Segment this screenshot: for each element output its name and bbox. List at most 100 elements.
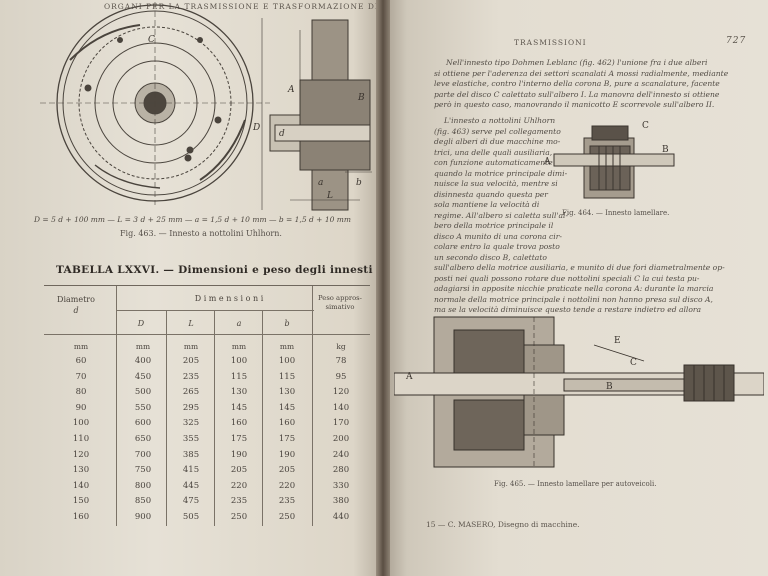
table-cell: 120 [332,387,350,398]
table-cell: 250 [278,512,296,522]
book-gutter [376,0,390,576]
header-rule-bottom [44,334,370,335]
fig465-label-E: E [614,336,621,346]
table-cell: 650 [134,434,152,444]
table-cell: 800 [134,480,152,491]
text-line: si ottiene per l'aderenza dei settori sc… [434,68,729,78]
header-weight-line2: simativo [325,303,355,311]
col-divider-2 [166,310,167,526]
text-line: posti nei quali possono rotare due notto… [434,273,700,283]
table-cell: 440 [332,512,350,522]
text-line: quando la motrice principale dimi- [434,168,568,178]
right-running-head: TRASMISSIONI [514,38,587,47]
page-footer: 15 — C. MASERO, Disegno di macchine. [426,520,580,529]
table-cell: 160 [72,512,90,522]
fig-463-section-view [261,18,372,211]
table-cell: 900 [134,512,152,522]
text-line: disinnesta quando questa per [434,189,548,199]
unit-cell: mm [183,342,199,351]
table-cell: 250 [230,512,248,522]
header-diameter: Diametro d [46,294,106,316]
table-cell: 400 [134,356,152,366]
table-cell: 170 [332,418,350,429]
table-cell: 120 [72,449,90,460]
fig-465-caption: Fig. 465. — Innesto lamellare per autove… [494,480,657,488]
col-divider-5 [312,286,313,526]
text-line: parte del disco C calettato sull'albero … [434,89,720,99]
table-cell: 600 [134,418,152,429]
table-cell: 190 [278,449,296,460]
unit-cell: mm [73,342,89,351]
left-running-head: ORGANI PER LA TRASMISSIONE E TRASFORMAZI… [104,2,384,11]
table-cell: 235 [278,496,296,507]
table-cell: 220 [278,480,296,491]
fig-463-circular-view [40,2,270,205]
table-cell: 205 [182,356,200,366]
text-line: però in questo caso, manovrando il manic… [434,100,715,109]
table-cell: 295 [182,402,200,413]
unit-cell: mm [279,342,295,351]
table-cell: 475 [182,496,200,507]
header-weight-line1: Peso appros- [318,294,362,302]
table-cell: 140 [72,480,90,491]
text-line: leve elastiche, contro l'interno della c… [434,79,720,88]
table-cell: 355 [182,434,200,444]
table-cell: 150 [72,496,90,507]
table-cell: 78 [335,356,347,366]
fig-label-D: D [252,123,260,133]
table-cell: 100 [72,418,90,429]
fig-label-d: d [279,129,285,139]
table-cell: 190 [230,449,248,460]
fig-463-caption: Fig. 463. — Innesto a nottolini Uhlhorn. [120,229,282,238]
table-cell: 140 [332,402,350,413]
header-diameter-line1: Diametro [57,295,95,304]
table-cell: 205 [230,465,248,476]
table-cell: 100 [278,356,296,366]
table-cell: 90 [75,402,87,413]
table-cell: 550 [134,402,152,413]
left-page: ORGANI PER LA TRASMISSIONE E TRASFORMAZI… [0,0,384,576]
fig-label-C: C [148,35,155,45]
table-cell: 220 [230,480,248,491]
unit-cell: mm [135,342,151,351]
table-cell: 110 [72,434,90,444]
text-line: bero della motrice principale il [434,221,554,230]
table-cell: 265 [182,387,200,398]
table-title: TABELLA LXXVI. — Dimensioni e peso degli… [56,264,384,276]
table-cell: 450 [134,371,152,382]
text-line: nuisce la sua velocità, mentre si [434,179,558,188]
fig-464-caption: Fig. 464. — Innesto lamellare. [562,209,670,217]
table-cell: 385 [182,449,200,460]
fig465-label-C: C [630,358,637,368]
table-cell: 200 [332,434,350,444]
table-cell: 100 [230,356,248,366]
table-cell: 115 [278,371,296,382]
header-rule-mid [116,310,314,311]
text-line: con funzione automaticamente [434,158,553,167]
subheader-b: b [284,319,290,328]
subheader-D: D [137,319,145,328]
fig-label-b: b [356,178,362,188]
table-cell: 280 [332,465,350,476]
text-line: L'innesto a nottolini Uhlhorn [444,116,556,125]
table-cell: 445 [182,480,200,491]
table-cell: 505 [182,512,200,522]
table-cell: 60 [75,356,87,366]
fig-label-A: A [287,85,295,95]
table-cell: 380 [332,496,350,507]
right-page: TRASMISSIONI 727 Nell'innesto tipo Dohme… [384,0,768,576]
fig465-label-B: B [606,382,613,392]
fig464-label-C: C [642,121,649,131]
table-cell: 115 [230,371,248,382]
fig464-label-A: A [544,157,551,167]
header-dimensions: D i m e n s i o n i [194,294,264,303]
table-cell: 415 [182,465,200,476]
text-line: Nell'innesto tipo Dohmen Leblanc (fig. 4… [446,58,708,67]
col-divider-1 [116,286,117,526]
text-line: disco A munito di una corona cir- [434,231,562,241]
col-divider-4 [262,310,263,526]
fig-463-formula: D = 5 d + 100 mm — L = 3 d + 25 mm — a =… [34,215,352,224]
subheader-L: L [188,319,194,328]
table-cell: 235 [182,371,200,382]
table-cell: 145 [230,402,248,413]
